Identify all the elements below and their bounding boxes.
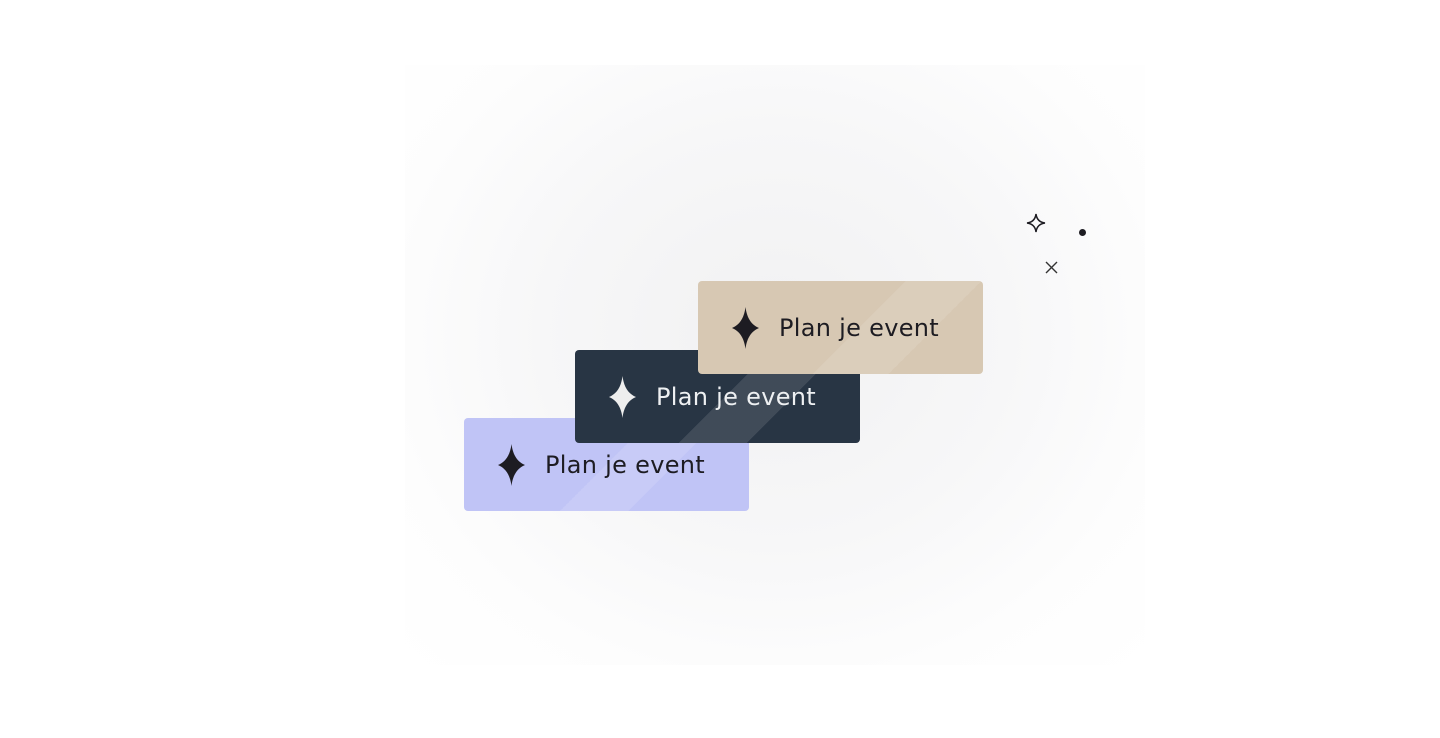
close-icon	[1045, 261, 1058, 274]
plan-event-button-beige[interactable]: Plan je event	[698, 281, 983, 374]
sparkle-outline-icon	[1026, 213, 1046, 233]
card-label: Plan je event	[656, 382, 817, 411]
card-label: Plan je event	[545, 450, 706, 479]
card-label: Plan je event	[779, 313, 940, 342]
sparkle-icon	[609, 375, 636, 418]
dot-icon	[1079, 229, 1086, 236]
sparkle-icon	[732, 306, 759, 349]
sparkle-icon	[498, 443, 525, 486]
